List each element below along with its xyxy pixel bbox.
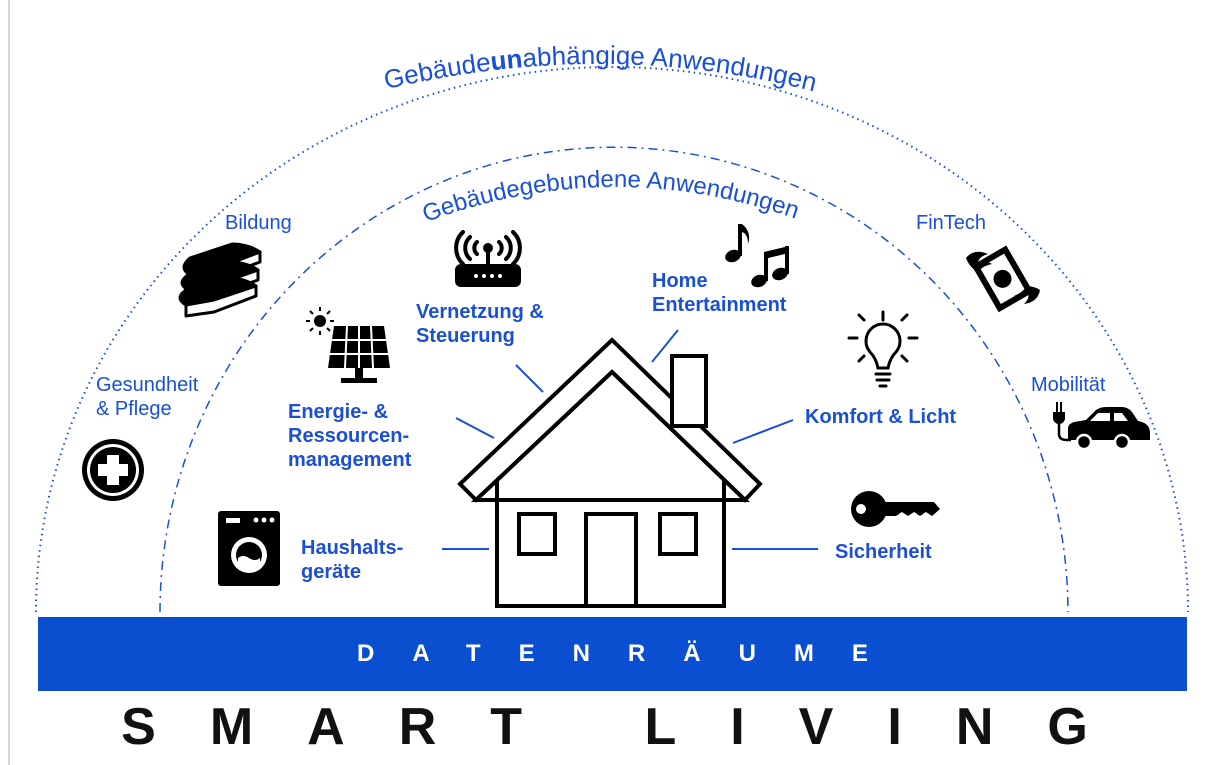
label-security: Sicherheit bbox=[835, 541, 932, 563]
band-label: DATENRÄUME bbox=[357, 640, 906, 667]
label-fintech: FinTech bbox=[916, 212, 987, 234]
connector-comfort bbox=[732, 419, 794, 444]
house-icon bbox=[457, 337, 763, 608]
flying-money-icon bbox=[966, 245, 1040, 313]
router-lights bbox=[474, 274, 502, 278]
inner-arc-label: Gebäudegebundene Anwendungen bbox=[419, 166, 803, 228]
outer-arc-label: Gebäudeunabhängige Anwendungen bbox=[381, 40, 820, 97]
medical-cross-icon bbox=[82, 439, 144, 501]
washing-machine-icon bbox=[218, 511, 280, 586]
label-education: Bildung bbox=[225, 212, 292, 234]
books-icon bbox=[178, 242, 262, 318]
electric-car-icon bbox=[1053, 402, 1150, 451]
outer-arc bbox=[35, 66, 1189, 613]
label-comfort: Komfort & Licht bbox=[805, 406, 957, 428]
label-networking: Vernetzung &Steuerung bbox=[416, 301, 544, 347]
key-icon bbox=[851, 491, 940, 527]
label-appliances: Haushalts-geräte bbox=[301, 537, 404, 583]
connector-networking bbox=[515, 364, 544, 393]
label-mobility: Mobilität bbox=[1031, 374, 1106, 396]
left-border-line bbox=[8, 0, 10, 765]
music-notes-icon bbox=[725, 224, 789, 288]
connector-entertainment bbox=[651, 329, 679, 363]
data-spaces-band: DATENRÄUME bbox=[38, 617, 1187, 691]
light-bulb-icon bbox=[847, 310, 919, 388]
label-health: Gesundheit& Pflege bbox=[96, 374, 199, 420]
label-energy: Energie- &Ressourcen-management bbox=[288, 401, 412, 471]
solar-panel-icon bbox=[306, 307, 390, 383]
page-title: SMART LIVING bbox=[121, 698, 1142, 756]
connector-lines bbox=[442, 329, 818, 550]
router-icon bbox=[454, 230, 522, 287]
connector-energy bbox=[455, 417, 495, 439]
inner-arc bbox=[159, 146, 1069, 613]
